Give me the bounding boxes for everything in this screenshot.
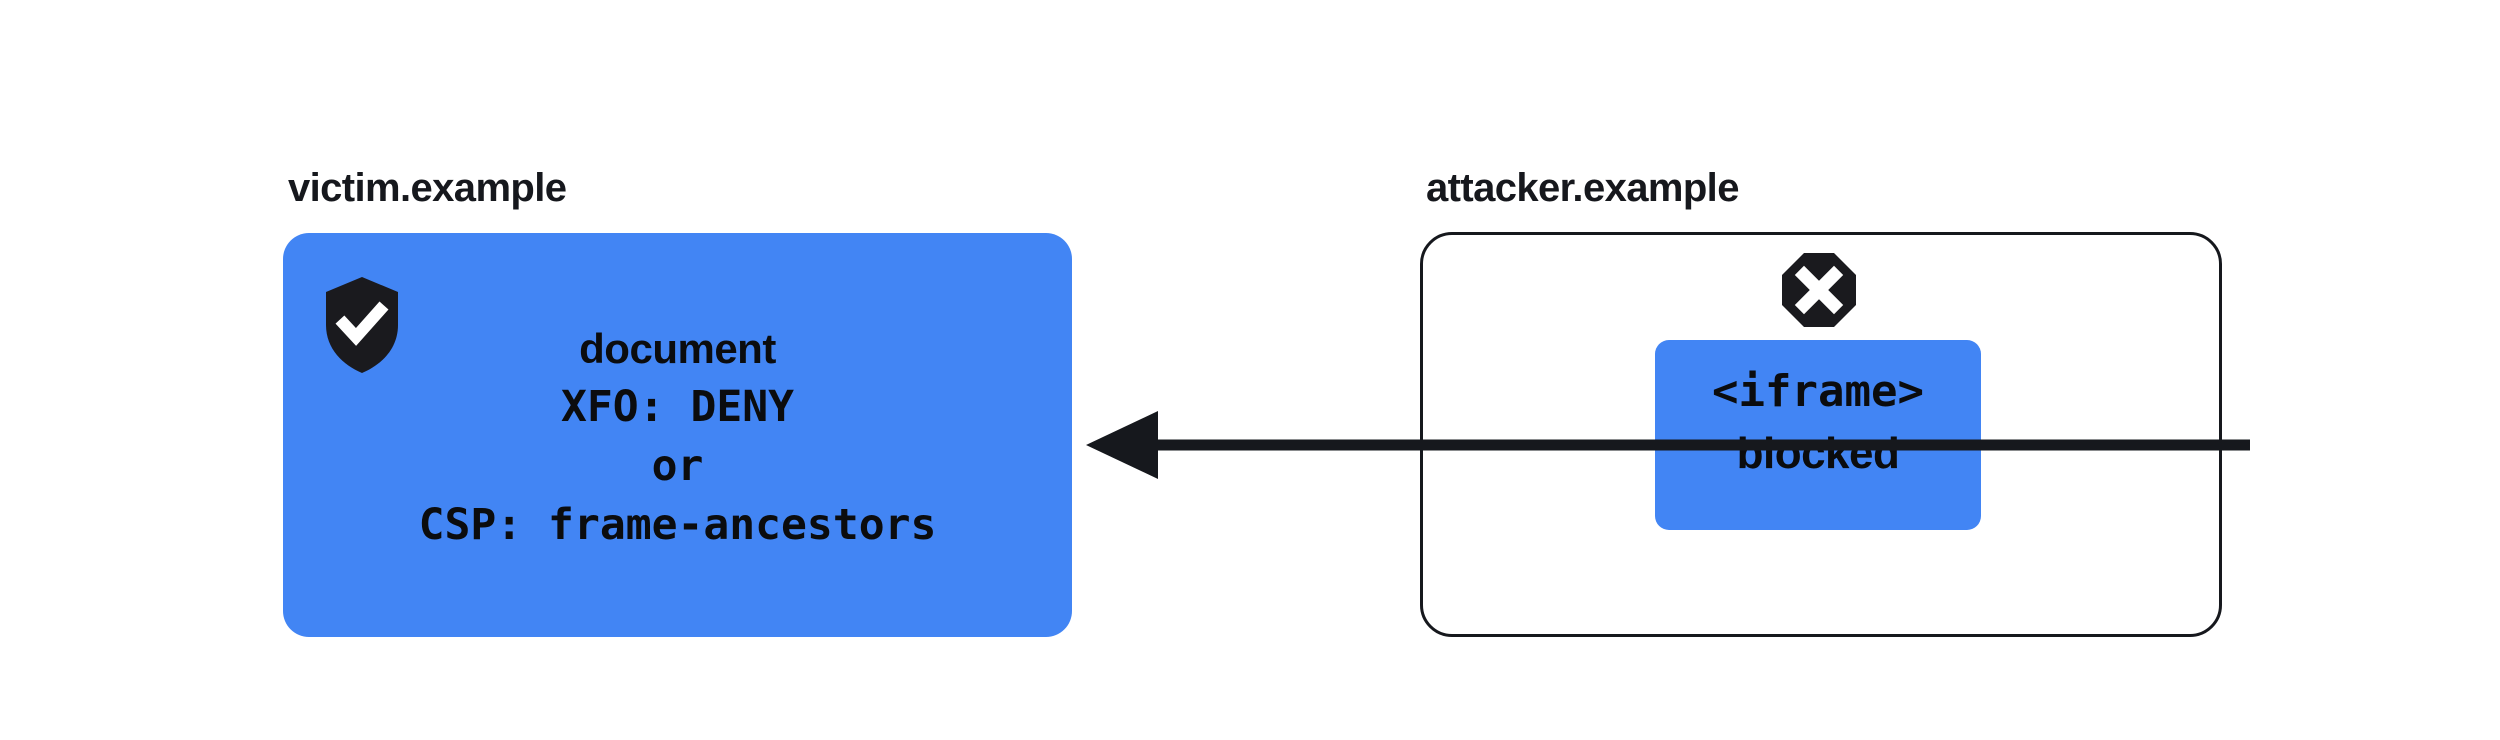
victim-document-panel: document XFO: DENY or CSP: frame-ancesto…: [283, 233, 1072, 637]
victim-domain-label: victim.example: [288, 166, 567, 210]
policy-line-or: or: [651, 441, 704, 491]
blocked-framing-arrow: [1060, 400, 2250, 490]
blocked-iframe-box: <iframe> blocked: [1655, 340, 1981, 530]
attacker-page-panel: <iframe> blocked: [1420, 232, 2222, 637]
iframe-tag-label: <iframe>: [1712, 366, 1924, 417]
shield-check-icon: [323, 275, 401, 375]
policy-line-csp: CSP: frame-ancestors: [418, 500, 937, 550]
attacker-domain-label: attacker.example: [1426, 166, 1739, 210]
iframe-status-label: blocked: [1736, 429, 1900, 478]
policy-line-xfo: XFO: DENY: [561, 382, 794, 432]
policy-line-document: document: [579, 325, 776, 372]
iframe-box-text: <iframe> blocked: [1655, 370, 1981, 476]
block-x-octagon-icon: [1780, 251, 1858, 329]
victim-policy-text: document XFO: DENY or CSP: frame-ancesto…: [283, 328, 1072, 547]
